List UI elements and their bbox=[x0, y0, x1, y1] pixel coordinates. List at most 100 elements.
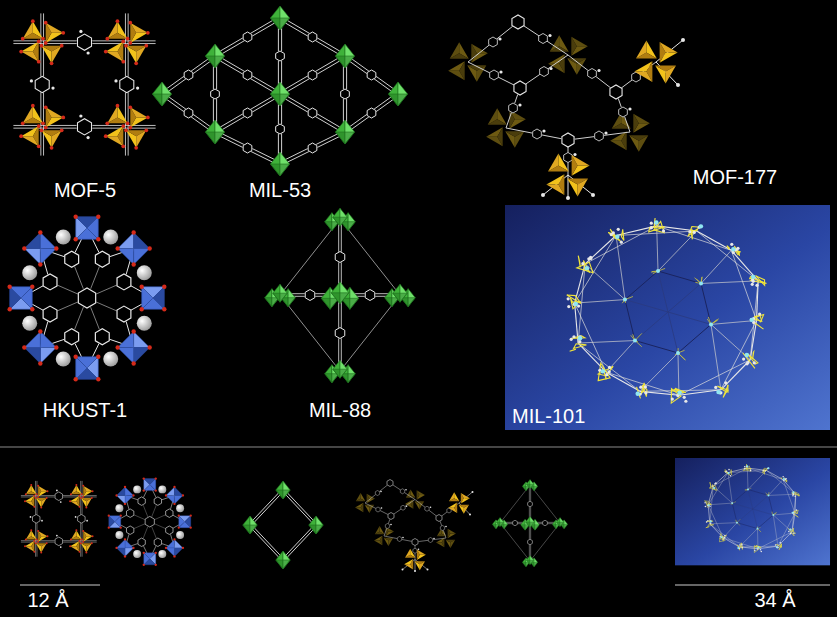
structure-part bbox=[265, 298, 279, 307]
structure-part bbox=[73, 214, 77, 218]
structure-part bbox=[489, 70, 499, 80]
structure-part bbox=[275, 51, 285, 61]
structure-part bbox=[251, 524, 284, 559]
structure-part bbox=[70, 546, 79, 551]
structure-part bbox=[715, 483, 717, 485]
structure-part bbox=[724, 535, 726, 537]
structure-part bbox=[486, 137, 503, 147]
structure-part bbox=[746, 361, 749, 364]
structure-part bbox=[415, 560, 428, 570]
structure-part bbox=[92, 535, 94, 537]
structure-part bbox=[397, 537, 402, 542]
structure-part bbox=[533, 129, 542, 139]
structure-part bbox=[73, 377, 77, 381]
structure-part bbox=[780, 542, 782, 544]
structure-part bbox=[650, 222, 653, 225]
structure-part bbox=[174, 487, 182, 495]
structure-part bbox=[628, 107, 631, 110]
structure-part bbox=[335, 132, 354, 144]
structure-part bbox=[37, 124, 41, 128]
structure-part bbox=[570, 338, 573, 341]
structure-part bbox=[623, 298, 627, 302]
structure-part bbox=[775, 544, 777, 546]
structure-part bbox=[131, 230, 135, 234]
structure-part bbox=[24, 332, 40, 348]
structure-part bbox=[43, 306, 57, 322]
structure-part bbox=[309, 525, 323, 534]
structure-part bbox=[681, 38, 685, 42]
structure-part bbox=[388, 513, 395, 520]
structure-part bbox=[104, 50, 108, 54]
structure-part bbox=[69, 500, 71, 502]
structure-part bbox=[723, 385, 728, 398]
structure-part bbox=[82, 496, 84, 498]
structure-part bbox=[768, 492, 770, 495]
structure-part bbox=[449, 492, 454, 501]
structure-part bbox=[282, 524, 315, 559]
structure-part bbox=[147, 246, 151, 250]
structure-part bbox=[721, 320, 757, 389]
structure-part bbox=[793, 494, 795, 496]
structure-part bbox=[730, 475, 732, 477]
structure-part bbox=[133, 550, 141, 558]
structure-part bbox=[321, 298, 339, 309]
structure-part bbox=[711, 320, 757, 324]
structure-part bbox=[71, 485, 76, 494]
structure-part bbox=[50, 146, 54, 150]
structure-part bbox=[155, 552, 157, 554]
structure-part bbox=[790, 532, 792, 534]
structure-part bbox=[70, 501, 79, 506]
structure-part bbox=[65, 251, 79, 267]
structure-part bbox=[710, 524, 723, 538]
structure-part bbox=[783, 480, 795, 513]
structure-part bbox=[500, 523, 530, 561]
structure-part bbox=[773, 513, 776, 515]
structure-part bbox=[376, 507, 380, 512]
structure-part bbox=[548, 64, 565, 74]
structure-part bbox=[744, 468, 746, 470]
structure-part bbox=[125, 548, 133, 556]
structure-part bbox=[530, 485, 560, 523]
structure-part bbox=[709, 485, 717, 490]
structure-part bbox=[243, 143, 253, 153]
structure-part bbox=[23, 21, 33, 39]
structure-part bbox=[105, 121, 109, 125]
structure-part bbox=[436, 515, 442, 522]
structure-part bbox=[428, 538, 432, 543]
structure-part bbox=[768, 495, 773, 515]
structure-part bbox=[73, 354, 77, 358]
structure-part bbox=[374, 540, 382, 545]
structure-part bbox=[387, 480, 394, 487]
structure-part bbox=[7, 307, 11, 311]
structure-part bbox=[390, 483, 415, 500]
structure-part bbox=[713, 486, 732, 503]
structure-part bbox=[126, 509, 134, 517]
structure-part bbox=[136, 130, 146, 148]
structure-part bbox=[243, 143, 252, 153]
structure-part bbox=[137, 316, 152, 331]
structure-part bbox=[205, 132, 224, 144]
structure-part bbox=[75, 516, 77, 518]
structure-part bbox=[76, 357, 87, 380]
structure-part bbox=[340, 89, 350, 99]
structure-part bbox=[146, 31, 150, 35]
structure-part bbox=[165, 494, 167, 496]
structure-part bbox=[757, 546, 759, 548]
structure-part bbox=[281, 133, 346, 165]
structure-part bbox=[118, 332, 134, 348]
structure-part bbox=[731, 250, 756, 320]
structure-part bbox=[376, 507, 381, 512]
structure-part bbox=[746, 465, 748, 467]
structure-part bbox=[609, 85, 623, 99]
structure-part bbox=[21, 121, 25, 125]
structure-part bbox=[105, 37, 109, 41]
structure-part bbox=[401, 505, 406, 510]
structure-part bbox=[728, 473, 732, 504]
structure-part bbox=[87, 217, 98, 240]
structure-part bbox=[656, 269, 660, 273]
structure-part bbox=[710, 521, 712, 523]
structure-part bbox=[757, 528, 759, 530]
structure-part bbox=[115, 547, 117, 549]
structure-part bbox=[77, 119, 91, 135]
structure-part bbox=[490, 70, 499, 80]
